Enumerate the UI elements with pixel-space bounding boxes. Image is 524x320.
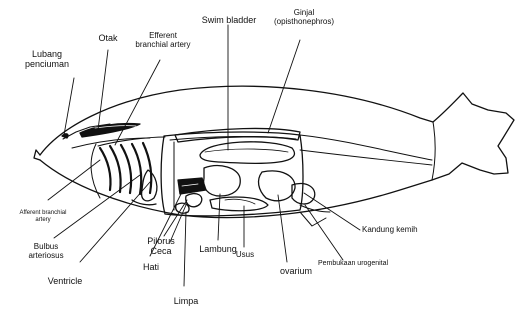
olfactory-organ: [62, 134, 68, 138]
label-kandung-kemih: Kandung kemih: [362, 225, 418, 234]
stomach: [204, 166, 241, 196]
fish-snout: [34, 150, 40, 160]
label-pembukaan-urogenital: Pembukaan urogenital: [318, 260, 388, 268]
kidney: [175, 128, 300, 142]
spleen: [176, 203, 189, 213]
label-ovarium: ovarium: [266, 266, 326, 276]
label-usus: Usus: [230, 250, 260, 259]
swim-bladder: [200, 142, 294, 164]
intestine: [210, 197, 268, 211]
label-bulbus-arteriosus: Bulbus arteriosus: [16, 242, 76, 260]
fish-belly-outline: [40, 160, 432, 218]
label-afferent-branchial-artery: Afferent branchial artery: [2, 210, 84, 224]
label-ginjal: Ginjal (opisthonephros): [256, 8, 352, 26]
tail-fin: [432, 93, 514, 180]
label-limpa: Limpa: [166, 296, 206, 306]
pyloric-ceca: [186, 194, 202, 207]
label-efferent-branchial-artery: Efferent branchial artery: [118, 31, 208, 49]
label-lubang-penciuman: Lubang penciuman: [8, 49, 86, 70]
ovary: [259, 171, 296, 201]
label-ventricle: Ventricle: [30, 276, 100, 286]
gill-arches: [100, 143, 151, 194]
pelvic-fin: [300, 212, 326, 226]
label-hati: Hati: [136, 262, 166, 272]
spine: [300, 135, 432, 160]
heart: [142, 170, 157, 201]
label-pilorus-ceca: Pilorus Ceca: [140, 236, 182, 257]
